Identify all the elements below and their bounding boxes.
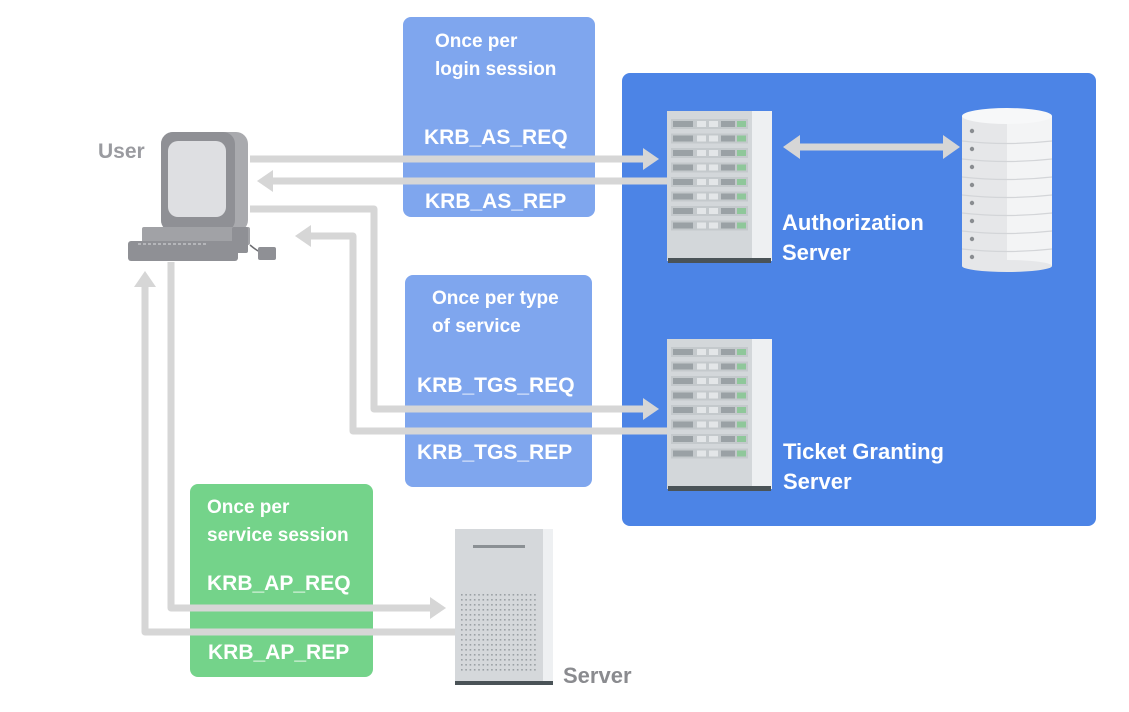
database-icon bbox=[961, 108, 1053, 272]
rack-unit bbox=[671, 220, 748, 231]
ap-request-arrowhead bbox=[430, 597, 446, 619]
tgs-request-arrowhead bbox=[643, 398, 659, 420]
rack-unit bbox=[671, 162, 748, 173]
service-server-label: Server bbox=[563, 663, 632, 688]
ap-exchange-panel bbox=[190, 484, 373, 677]
rack-unit bbox=[671, 206, 748, 216]
as-reply-arrowhead bbox=[257, 170, 273, 192]
rack-unit bbox=[671, 390, 748, 401]
as-reply-label: KRB_AS_REP bbox=[425, 190, 567, 213]
authorization-server-label-line2: Server bbox=[782, 240, 851, 265]
ap-note: Once per service session bbox=[207, 494, 349, 550]
rack-unit bbox=[671, 191, 748, 202]
rack-unit bbox=[671, 376, 748, 386]
ap-request-label: KRB_AP_REQ bbox=[207, 572, 351, 595]
tgs-note-line1: Once per type bbox=[432, 288, 559, 309]
tgs-note-line2: of service bbox=[432, 316, 521, 337]
ap-request-arrow bbox=[167, 262, 432, 612]
tgs-reply-arrowhead bbox=[295, 225, 311, 247]
rack-unit bbox=[671, 148, 748, 158]
ticket-granting-server-label-line2: Server bbox=[783, 469, 852, 494]
rack-unit bbox=[671, 361, 748, 372]
as-note: Once per login session bbox=[435, 28, 556, 84]
tgs-request-arrow bbox=[250, 205, 645, 413]
ticket-granting-server-label-line1: Ticket Granting bbox=[783, 439, 944, 464]
rack-unit bbox=[671, 405, 748, 415]
as-note-line2: login session bbox=[435, 59, 557, 80]
rack-unit bbox=[671, 434, 748, 444]
tgs-reply-label: KRB_TGS_REP bbox=[417, 441, 573, 464]
ticket-granting-server-label: Ticket Granting Server bbox=[783, 437, 944, 497]
ap-reply-arrow bbox=[141, 285, 455, 636]
rack-unit bbox=[671, 419, 748, 430]
tgs-server-rack-icon bbox=[667, 339, 772, 491]
auth-server-rack-icon bbox=[667, 111, 772, 263]
rack-unit bbox=[671, 347, 748, 357]
db-link-arrowhead-right bbox=[943, 135, 960, 159]
rack-unit bbox=[671, 133, 748, 144]
ap-reply-label: KRB_AP_REP bbox=[208, 641, 350, 664]
rack-unit bbox=[671, 448, 748, 459]
as-note-line1: Once per bbox=[435, 31, 518, 52]
as-request-label: KRB_AS_REQ bbox=[424, 126, 568, 149]
as-request-arrowhead bbox=[643, 148, 659, 170]
rack-unit bbox=[671, 119, 748, 129]
tower-server-icon bbox=[455, 529, 553, 685]
ap-reply-arrowhead bbox=[134, 271, 156, 287]
tgs-reply-arrow bbox=[310, 232, 668, 435]
authorization-server-label: Authorization Server bbox=[782, 208, 924, 268]
user-label: User bbox=[98, 140, 145, 163]
rack-unit bbox=[671, 177, 748, 187]
tgs-note: Once per type of service bbox=[432, 285, 559, 341]
tgs-exchange-panel bbox=[405, 275, 592, 487]
ap-note-line1: Once per bbox=[207, 497, 290, 518]
ap-note-line2: service session bbox=[207, 525, 349, 546]
tgs-request-label: KRB_TGS_REQ bbox=[417, 374, 575, 397]
desktop-computer-icon bbox=[128, 132, 276, 261]
authorization-server-label-line1: Authorization bbox=[782, 210, 924, 235]
db-link-arrowhead-left bbox=[783, 135, 800, 159]
